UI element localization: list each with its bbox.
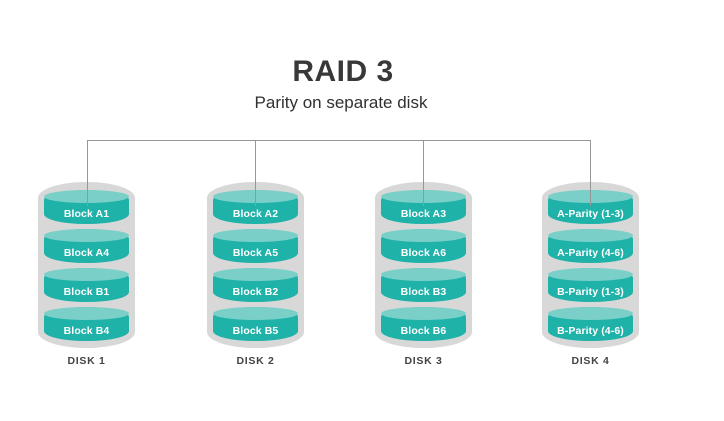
disk-block: Block A2 [213,190,298,224]
disk-label: DISK 3 [404,355,443,367]
disk-block: Block B4 [44,307,129,341]
page-subtitle: Parity on separate disk [254,93,428,112]
disk-block: Block A1 [44,190,129,224]
block-label: B-Parity (4-6) [557,324,624,337]
block-label: A-Parity (4-6) [557,246,624,259]
disk-2: Block A2 Block A5 Block B2 Block B5 DISK 2 [207,182,304,367]
disk-block: Block A5 [213,229,298,263]
disk-cylinder-shell: Block A1 Block A4 Block B1 Block B4 [38,182,135,348]
block-label: B-Parity (1-3) [557,285,624,298]
disk-1: Block A1 Block A4 Block B1 Block B4 DISK 1 [38,182,135,367]
disk-block: Block B6 [381,307,466,341]
disk-block: Block A6 [381,229,466,263]
disk-3: Block A3 Block A6 Block B3 Block B6 DISK 3 [375,182,472,367]
bus-line-disk4 [590,140,591,206]
disk-block: A-Parity (4-6) [548,229,633,263]
disk-block: Block A4 [44,229,129,263]
disk-cylinder-shell: Block A2 Block A5 Block B2 Block B5 [207,182,304,348]
disk-label: DISK 2 [236,355,275,367]
disk-block: Block B3 [381,268,466,302]
block-label: Block A5 [232,246,279,259]
disk-cylinder-shell: A-Parity (1-3) A-Parity (4-6) B-Parity (1-… [542,182,639,348]
block-label: A-Parity (1-3) [557,207,624,220]
bus-line-disk2 [255,140,256,206]
disk-block: B-Parity (1-3) [548,268,633,302]
block-label: Block A6 [400,246,447,259]
block-label: Block B2 [232,285,279,298]
disk-block: Block B2 [213,268,298,302]
disk-block: Block B5 [213,307,298,341]
block-label: Block A2 [232,207,279,220]
bus-line-disk3 [423,140,424,206]
disk-label: DISK 4 [571,355,610,367]
bus-line-disk1 [87,140,88,206]
block-label: Block B4 [63,324,110,337]
block-label: Block A3 [400,207,447,220]
disk-block: Block B1 [44,268,129,302]
disk-label: DISK 1 [67,355,106,367]
block-label: Block B6 [400,324,447,337]
bus-line-horizontal [87,140,591,141]
disk-block: B-Parity (4-6) [548,307,633,341]
block-label: Block A1 [63,207,110,220]
block-label: Block A4 [63,246,110,259]
block-label: Block B5 [232,324,279,337]
disk-4: A-Parity (1-3) A-Parity (4-6) B-Parity (1-… [542,182,639,367]
block-label: Block B1 [63,285,110,298]
disk-cylinder-shell: Block A3 Block A6 Block B3 Block B6 [375,182,472,348]
page-title: RAID 3 [292,55,394,88]
block-label: Block B3 [400,285,447,298]
